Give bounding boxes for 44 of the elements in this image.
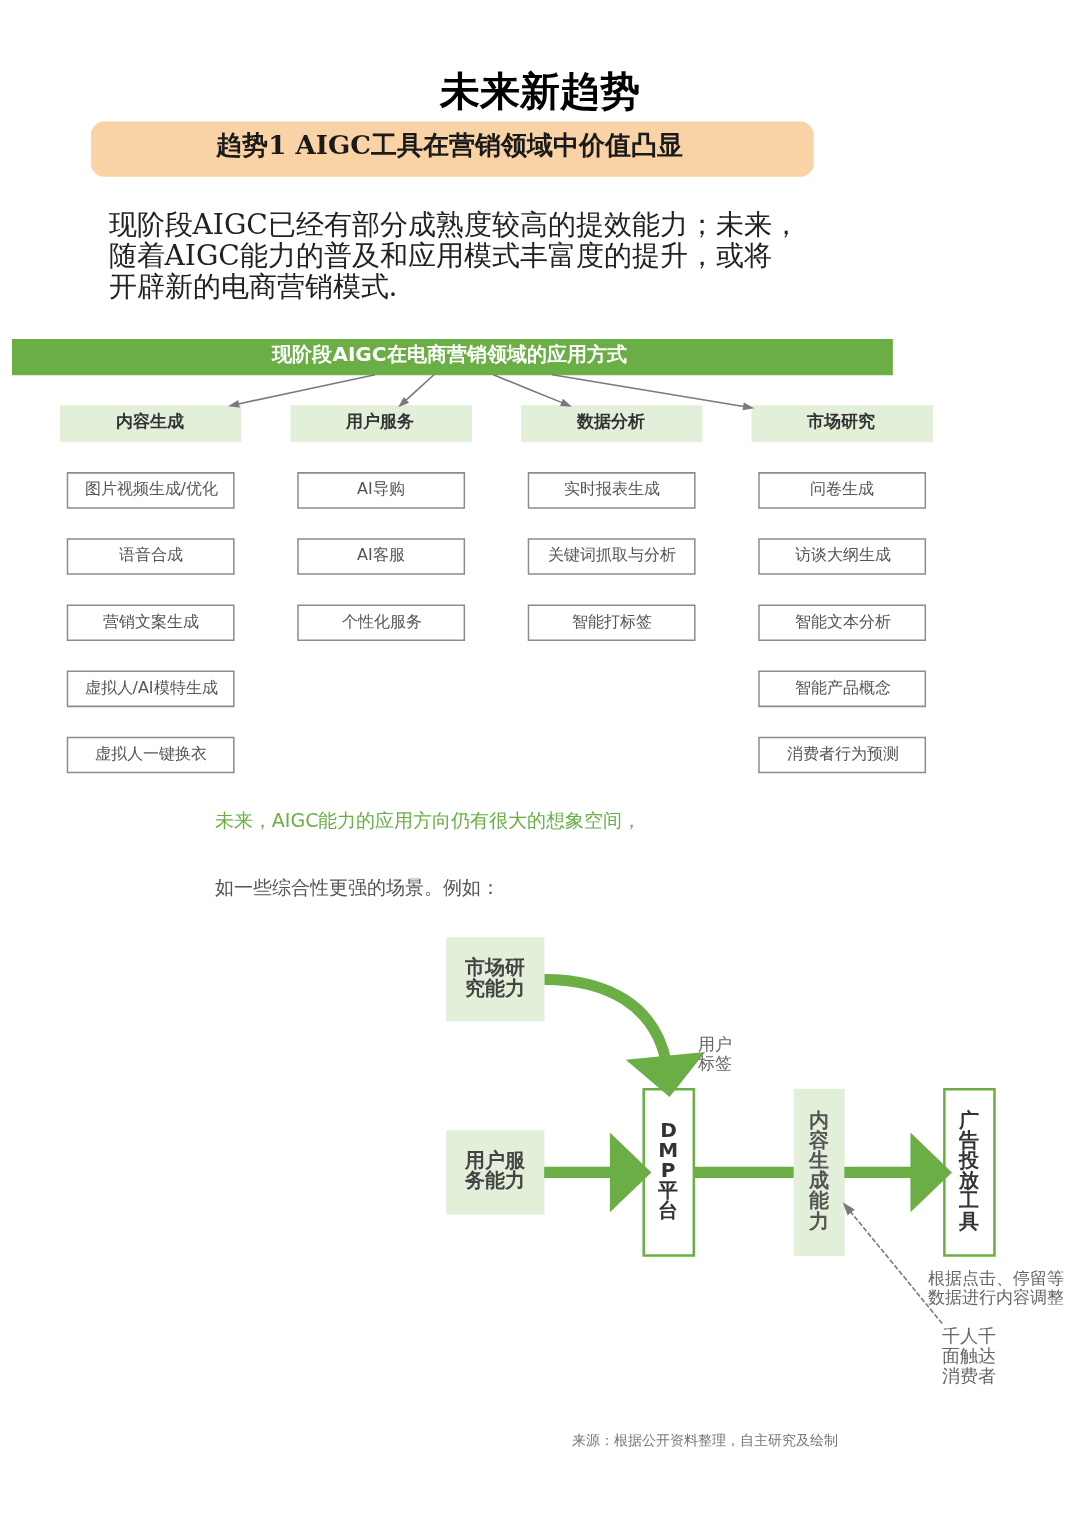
node-box: 图片视频生成/优化 <box>66 471 235 509</box>
node-box: 智能文本分析 <box>758 603 927 641</box>
node-box: 用户服务能力 <box>446 1129 545 1214</box>
node-box: 趋势1 AIGC工具在营销领域中价值凸显 <box>91 121 814 177</box>
node-box: AI导购 <box>297 471 466 509</box>
node-box: 现阶段AIGC在电商营销领域的应用方式 <box>11 338 893 375</box>
node-text: 千人千面触达消费者 <box>941 1324 996 1386</box>
node-box: 数据分析 <box>520 404 703 442</box>
arrow <box>544 973 706 1097</box>
arrow <box>844 1131 952 1212</box>
node-box: 用户服务 <box>290 404 472 442</box>
arrow <box>228 373 376 408</box>
arrow <box>398 373 435 407</box>
node-box: 语音合成 <box>66 537 235 575</box>
diagram-title: 未来新趋势 <box>440 66 641 114</box>
node-box: 营销文案生成 <box>66 603 235 641</box>
node-box: 关键词抓取与分析 <box>527 537 696 575</box>
label: 来源：根据公开资料整理，自主研究及绘制 <box>571 1431 838 1448</box>
arrow <box>551 373 755 410</box>
node-box: 智能打标签 <box>527 603 696 641</box>
node-box: 智能产品概念 <box>758 670 927 707</box>
node-box: 个性化服务 <box>297 603 466 641</box>
edge-label: 用户标签 <box>698 1033 733 1073</box>
label: 如一些综合性更强的场景。例如： <box>214 875 500 898</box>
arrow <box>544 1131 652 1212</box>
edge-label: 根据点击、停留等数据进行内容调整 <box>928 1267 1065 1307</box>
label: 现阶段AIGC已经有部分成熟度较高的提效能力；未来，随着AIGC能力的普及和应用模式丰富度的提升，或将开辟新的电商营销模式. <box>108 207 800 303</box>
node-box: 访谈大纲生成 <box>758 537 927 575</box>
node-box: 市场研究能力 <box>446 936 545 1022</box>
node-box: AI客服 <box>297 537 466 575</box>
node-box: 广告投放工具 <box>943 1087 996 1257</box>
node-box: 实时报表生成 <box>527 471 696 509</box>
arrow <box>842 1201 943 1324</box>
node-box: 内容生成 <box>59 404 242 442</box>
arrow <box>492 373 572 407</box>
node-box: 消费者行为预测 <box>758 736 927 773</box>
connector <box>694 1166 794 1178</box>
node-box: DMP平台 <box>642 1087 696 1257</box>
node-box: 虚拟人一键换衣 <box>66 736 235 773</box>
node-box: 虚拟人/AI模特生成 <box>66 670 235 707</box>
node-box: 问卷生成 <box>758 471 927 509</box>
label: 未来，AIGC能力的应用方向仍有很大的想象空间， <box>214 808 642 831</box>
node-box: 内容生成能力 <box>793 1088 845 1256</box>
node-box: 市场研究 <box>751 404 933 442</box>
